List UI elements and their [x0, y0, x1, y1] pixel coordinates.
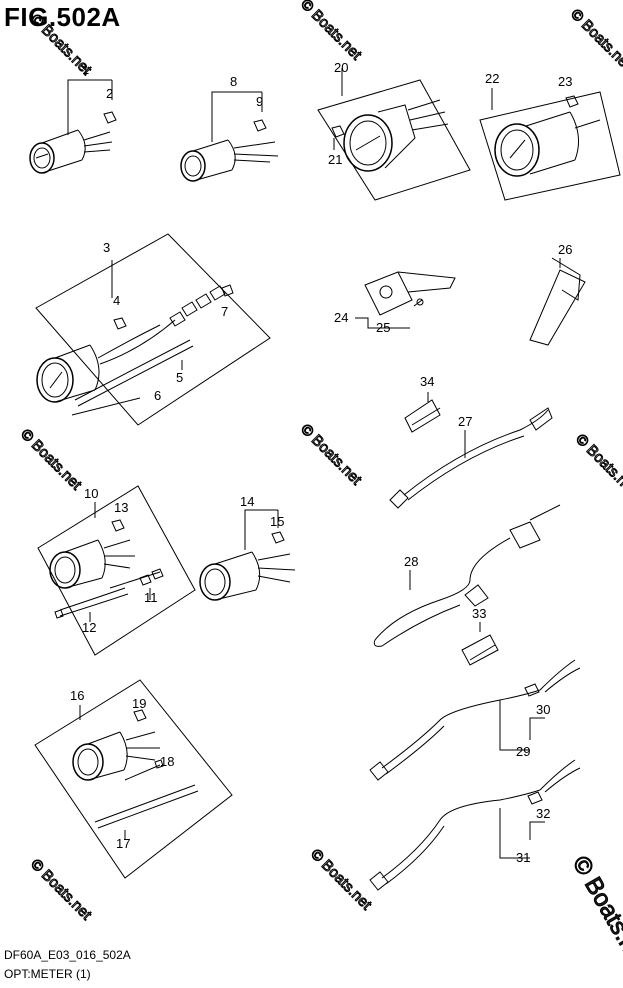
callout-28: 28	[404, 554, 418, 569]
callout-29: 29	[516, 744, 530, 759]
part-11-connector	[109, 568, 164, 589]
part-3-gauge	[36, 285, 226, 403]
part-28-cable	[373, 504, 561, 647]
part-7-connector	[221, 284, 234, 297]
watermark: © Boats.net	[27, 856, 95, 924]
watermark: © Boats.net	[297, 0, 365, 64]
drawing-code: DF60A_E03_016_502A	[4, 948, 131, 962]
callout-12: 12	[82, 620, 96, 635]
part-22-gauge	[494, 111, 601, 177]
watermark: © Boats.net	[17, 426, 85, 494]
callout-3: 3	[103, 240, 110, 255]
part-2-bulb	[103, 111, 117, 124]
part-18-clip	[124, 759, 164, 781]
part-26-bracket	[529, 257, 586, 346]
callout-34: 34	[420, 374, 434, 389]
watermark-corner: © Boats.net	[567, 852, 623, 975]
callout-10: 10	[84, 486, 98, 501]
callout-19: 19	[132, 696, 146, 711]
part-8-gauge	[180, 139, 279, 182]
part-5-rod	[74, 339, 194, 407]
part-31-harness	[369, 759, 581, 891]
part-27-cable	[389, 407, 553, 509]
part-6-pin	[71, 397, 141, 416]
watermark: © Boats.net	[572, 431, 623, 499]
box-20	[317, 79, 471, 201]
callout-33: 33	[472, 606, 486, 621]
callout-26: 26	[558, 242, 572, 257]
callout-20: 20	[334, 60, 348, 75]
part-32-connector	[527, 791, 543, 805]
callout-14: 14	[240, 494, 254, 509]
watermark: © Boats.net	[307, 846, 375, 914]
callout-25: 25	[376, 320, 390, 335]
part-23-bulb	[565, 95, 579, 108]
callout-8: 8	[230, 74, 237, 89]
part-13-bulb	[111, 519, 125, 532]
box-3	[35, 233, 271, 426]
part-25-screw	[413, 298, 424, 307]
part-15-bulb	[271, 531, 285, 544]
part-16-gauge	[72, 731, 160, 781]
part-24-bracket	[364, 271, 456, 316]
callout-32: 32	[536, 806, 550, 821]
callout-5: 5	[176, 370, 183, 385]
callout-17: 17	[116, 836, 130, 851]
part-33-connector	[461, 634, 499, 666]
part-1-gauge	[29, 129, 113, 174]
part-21-bulb	[331, 125, 345, 138]
part-20-gauge	[343, 99, 449, 172]
callout-16: 16	[70, 688, 84, 703]
callout-9: 9	[256, 94, 263, 109]
part-9-bulb	[253, 119, 267, 132]
callout-23: 23	[558, 74, 572, 89]
part-34-connector	[404, 399, 441, 433]
callout-21: 21	[328, 152, 342, 167]
part-17-rod	[94, 784, 199, 829]
figure-caption: OPT:METER (1)	[4, 967, 91, 981]
callout-31: 31	[516, 850, 530, 865]
part-12-harness	[54, 587, 129, 619]
callout-7: 7	[221, 304, 228, 319]
callout-30: 30	[536, 702, 550, 717]
callout-15: 15	[270, 514, 284, 529]
callout-2: 2	[106, 86, 113, 101]
callout-1: 1	[82, 62, 89, 77]
part-29-harness	[369, 659, 581, 781]
watermark: © Boats.net	[567, 6, 623, 74]
part-4-bulb	[113, 317, 127, 330]
callout-18: 18	[160, 754, 174, 769]
callout-13: 13	[114, 500, 128, 515]
part-10-gauge	[49, 539, 135, 589]
part-14-gauge	[199, 551, 296, 601]
part-30-connector	[524, 683, 540, 697]
callout-11: 11	[144, 590, 158, 605]
callout-4: 4	[113, 293, 120, 308]
callout-6: 6	[154, 388, 161, 403]
box-10	[37, 485, 196, 656]
callout-22: 22	[485, 71, 499, 86]
watermark: © Boats.net	[297, 421, 365, 489]
box-16	[34, 679, 233, 879]
part-19-bulb	[133, 709, 147, 722]
figure-title: FIG.502A	[4, 2, 121, 32]
callout-27: 27	[458, 414, 472, 429]
box-22	[479, 91, 621, 201]
callout-24: 24	[334, 310, 348, 325]
